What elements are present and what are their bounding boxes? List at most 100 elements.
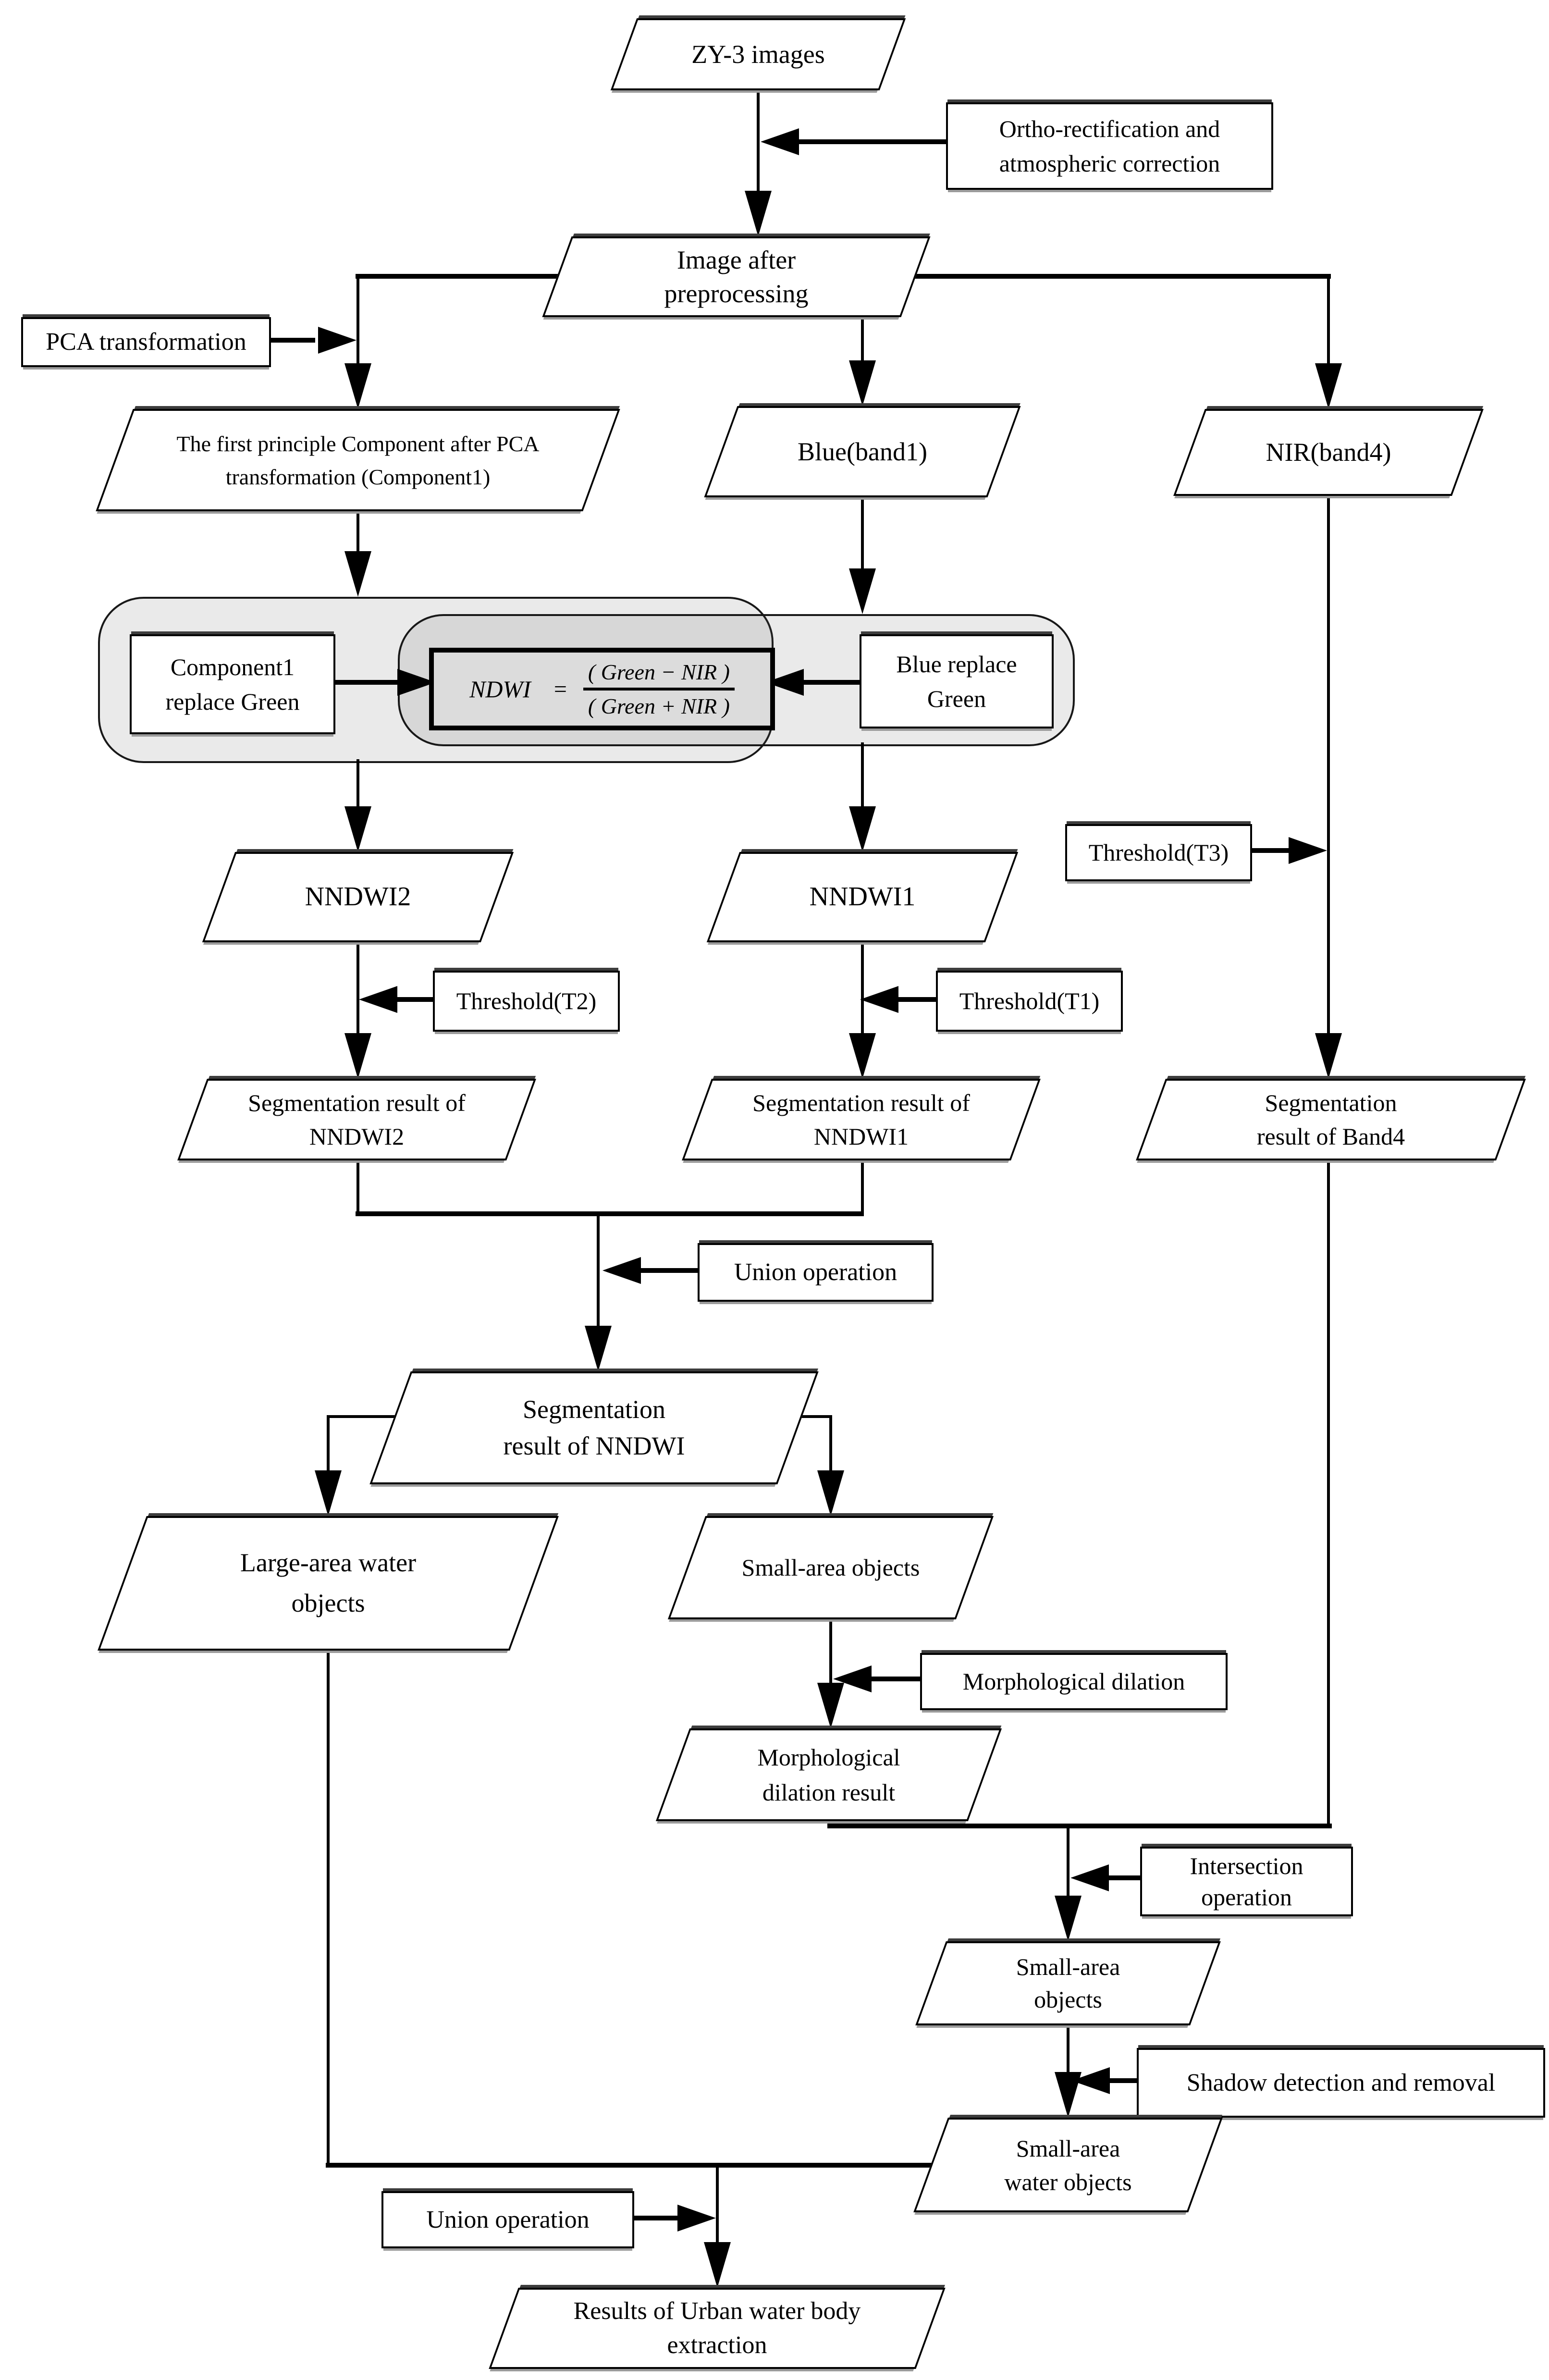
process-morphological-dilation: Morphological dilation xyxy=(920,1653,1228,1710)
connector-large-bottomline xyxy=(327,1651,330,2168)
arrowhead-t3 xyxy=(1289,837,1327,864)
label-line: NNDWI2 xyxy=(309,1123,405,1150)
label-line: Blue replace xyxy=(896,650,1017,678)
io-morphological-dilation-result: Morphological dilation result xyxy=(655,1728,1002,1821)
fraction-bar xyxy=(583,688,735,691)
io-nndwi1: NNDWI1 xyxy=(706,852,1019,942)
label-line: water objects xyxy=(1004,2168,1132,2195)
label-line: replace Green xyxy=(165,688,300,715)
stem-t2-arrow xyxy=(396,997,435,1002)
label-line: Blue(band1) xyxy=(798,437,927,466)
io-large-area-water-objects: Large-area water objects xyxy=(98,1516,559,1651)
label-line: atmospheric correction xyxy=(999,150,1220,177)
label-line: objects xyxy=(1034,1985,1102,2013)
junction-line xyxy=(827,1824,1332,1828)
arrowhead-into-imgpre xyxy=(745,191,772,236)
node-label: Segmentation result of NNDWI1 xyxy=(752,1086,970,1153)
io-nir-band4: NIR(band4) xyxy=(1173,409,1484,496)
arrowhead-shadow xyxy=(1071,2067,1110,2094)
label-line: dilation result xyxy=(762,1778,896,1806)
node-label: The first principle Component after PCA … xyxy=(176,427,539,493)
node-label: Small-area objects xyxy=(742,1550,920,1585)
arrowhead-into-results xyxy=(704,2242,731,2288)
formula-numerator: ( Green − NIR ) xyxy=(588,660,730,684)
process-component1-replace-green: Component1 replace Green xyxy=(130,634,335,734)
label-line: NNDWI2 xyxy=(305,882,411,912)
label-line: NNDWI1 xyxy=(809,882,916,912)
arrowhead-pca xyxy=(318,327,357,354)
node-label: Large-area water objects xyxy=(240,1543,416,1623)
io-small-area-water-objects: Small-area water objects xyxy=(913,2118,1223,2212)
io-first-principle-component: The first principle Component after PCA … xyxy=(96,409,620,511)
formula-denominator: ( Green + NIR ) xyxy=(588,694,730,718)
node-label: Morphological dilation xyxy=(963,1664,1185,1699)
stem-pca-arrow xyxy=(267,338,315,343)
label-line: transformation (Component1) xyxy=(225,464,491,489)
node-label: PCA transformation xyxy=(46,324,246,360)
arrowhead-into-comp1pca xyxy=(344,363,371,409)
process-threshold-t1: Threshold(T1) xyxy=(936,971,1123,1032)
label-line: Small-area xyxy=(1016,1953,1120,1980)
arrowhead-into-segband4 xyxy=(1315,1033,1342,1079)
node-label: Small-area water objects xyxy=(1004,2132,1131,2199)
node-label: Union operation xyxy=(426,2202,589,2238)
stem-intersection-arrow xyxy=(1109,1875,1140,1880)
node-label: Image after preprocessing xyxy=(664,243,809,310)
arrowhead-into-groupA xyxy=(344,551,371,597)
connector-segband4-junction xyxy=(1327,1160,1330,1826)
io-segmentation-result-nndwi: Segmentation result of NNDWI xyxy=(369,1371,819,1484)
node-label: NNDWI1 xyxy=(810,877,916,916)
label-line: Segmentation result of xyxy=(752,1089,970,1116)
label-line: PCA transformation xyxy=(46,328,246,356)
arrowhead-union1 xyxy=(602,1257,641,1284)
node-label: Shadow detection and removal xyxy=(1187,2065,1496,2101)
stem-bluerep-ndwi xyxy=(802,680,860,685)
arrowhead-into-nndwi1 xyxy=(849,806,876,852)
label-line: Morphological dilation xyxy=(962,1668,1185,1695)
connector-group-nndwi2 xyxy=(357,759,359,806)
label-line: Small-area xyxy=(1016,2134,1120,2162)
node-label: Results of Urban water body extraction xyxy=(574,2294,861,2362)
label-line: Threshold(T2) xyxy=(456,987,597,1015)
io-segmentation-result-nndwi2: Segmentation result of NNDWI2 xyxy=(177,1079,536,1160)
connector-seg1-merge xyxy=(861,1160,864,1216)
connector-merge-segnndwi xyxy=(597,1214,600,1326)
stem-t1-arrow xyxy=(897,997,936,1002)
stem-comp1rep-ndwi xyxy=(332,680,399,685)
arrowhead-union2 xyxy=(677,2205,716,2232)
node-label: Blue replace Green xyxy=(896,647,1017,716)
node-label: Threshold(T3) xyxy=(1089,835,1229,870)
stem-union1-arrow xyxy=(640,1268,698,1273)
label-line: Union operation xyxy=(734,1258,897,1286)
connector-junction-smallarea2 xyxy=(1067,1826,1070,1896)
label-line: result of Band4 xyxy=(1256,1123,1405,1150)
label-line: Image after xyxy=(676,245,796,274)
connector-morphresult-junction xyxy=(827,1819,830,1826)
process-shadow-detection-removal: Shadow detection and removal xyxy=(1137,2048,1545,2118)
node-label: Intersection operation xyxy=(1190,1850,1303,1913)
stem-morph-arrow xyxy=(872,1677,920,1681)
node-label: Threshold(T2) xyxy=(456,984,597,1019)
connector-comp1pca-group xyxy=(357,511,359,551)
formula-equals: = xyxy=(553,676,567,702)
connector-seg2-merge xyxy=(357,1160,359,1216)
node-label: NIR(band4) xyxy=(1266,433,1391,471)
label-line: result of NNDWI xyxy=(503,1431,685,1460)
node-label: NNDWI2 xyxy=(305,877,411,916)
arrowhead-ortho xyxy=(761,128,799,155)
connector-blue-group xyxy=(861,497,864,568)
arrowhead-t1 xyxy=(860,986,898,1013)
label-line: Threshold(T1) xyxy=(959,987,1100,1015)
connector-branch-right-down xyxy=(1327,276,1330,363)
node-label: Blue(band1) xyxy=(798,433,927,470)
label-line: NIR(band4) xyxy=(1266,438,1391,467)
io-segmentation-result-nndwi1: Segmentation result of NNDWI1 xyxy=(682,1079,1041,1160)
io-zy3-images: ZY-3 images xyxy=(610,18,906,90)
connector-branch-left-down xyxy=(357,276,359,363)
connector-segnndwi-large xyxy=(327,1418,330,1470)
arrowhead-into-segnndwi1 xyxy=(849,1033,876,1079)
connector-group-nndwi1 xyxy=(861,742,864,806)
stem-t3-arrow xyxy=(1248,848,1290,853)
node-label: Segmentation result of NNDWI xyxy=(504,1392,685,1464)
